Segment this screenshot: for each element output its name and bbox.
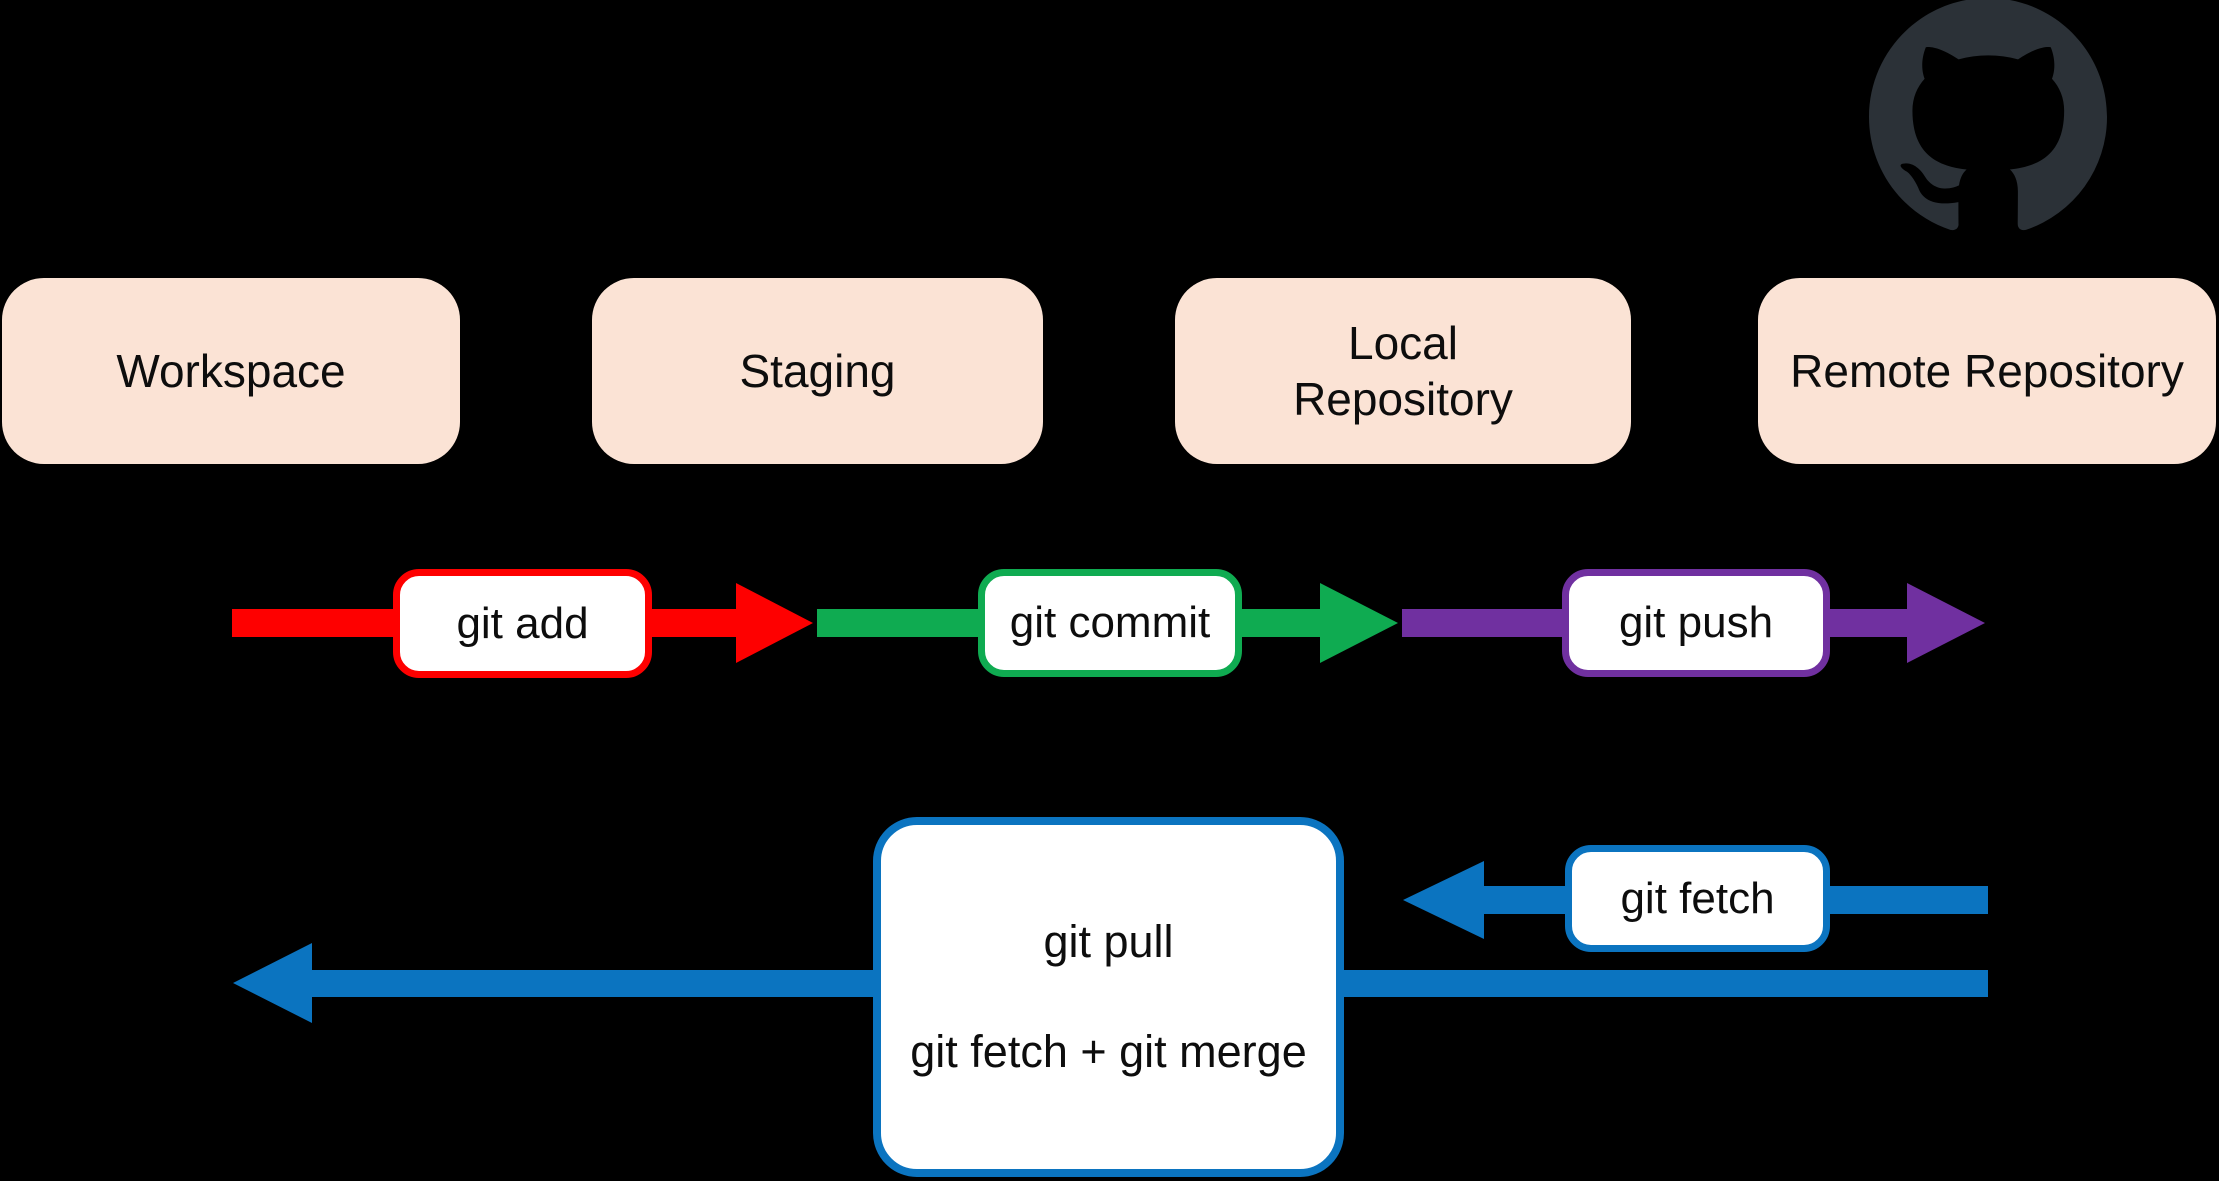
git-pull-label: git pull (1043, 916, 1174, 967)
git-fetch-label: git fetch (1620, 873, 1775, 923)
git-fetch-label-box: git fetch (1565, 845, 1830, 952)
github-octocat-svg (1869, 0, 2107, 231)
stage-label-local-line1: Local (1348, 316, 1458, 369)
git-push-label: git push (1618, 598, 1774, 647)
stage-box-local-repository: Local Repository (1175, 278, 1631, 464)
stage-label-local-line2: Repository (1293, 373, 1513, 425)
git-push-label-box: git push (1562, 569, 1830, 677)
git-add-label-box: git add (393, 569, 652, 678)
stage-box-remote-repository: Remote Repository (1758, 278, 2216, 464)
stage-box-workspace: Workspace (2, 278, 460, 464)
stage-box-staging: Staging (592, 278, 1043, 464)
git-add-arrow-head (736, 583, 813, 663)
stage-label-workspace: Workspace (116, 344, 346, 397)
git-commit-label-box: git commit (978, 569, 1242, 677)
git-pull-label-box: git pull git fetch + git merge (873, 817, 1344, 1177)
git-fetch-arrow-head (1403, 861, 1484, 939)
github-logo-icon (1869, 0, 2107, 236)
git-add-label: git add (456, 598, 589, 648)
git-pull-arrow-head (233, 943, 312, 1023)
git-pull-detail-label: git fetch + git merge (910, 1026, 1307, 1077)
git-commit-arrow-head (1320, 583, 1398, 663)
git-commit-label: git commit (1009, 598, 1211, 647)
stage-label-remote: Remote Repository (1790, 344, 2184, 397)
git-push-arrow-head (1907, 583, 1985, 663)
stage-label-staging: Staging (739, 344, 896, 397)
